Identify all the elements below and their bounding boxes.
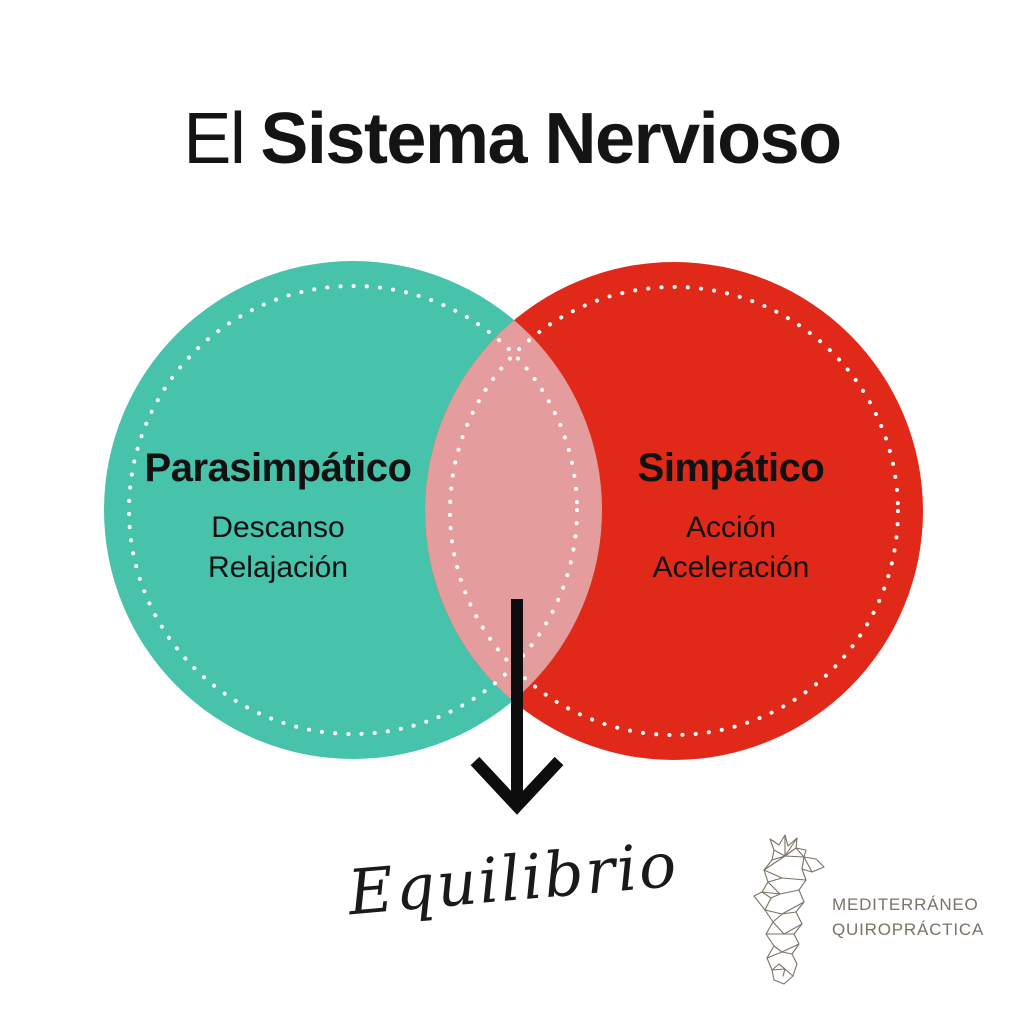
brand-logo: MEDITERRÁNEO QUIROPRÁCTICA xyxy=(752,834,992,1004)
title-emphasis: Sistema Nervioso xyxy=(260,99,842,179)
left-circle-label: Parasimpático xyxy=(144,446,412,490)
brand-name-line2: QUIROPRÁCTICA xyxy=(832,920,985,939)
down-arrow-icon xyxy=(470,599,564,815)
right-dotted-border xyxy=(448,285,900,737)
brand-name-line1: MEDITERRÁNEO xyxy=(832,895,979,914)
overlap-region xyxy=(425,262,602,759)
seahorse-logo-icon xyxy=(753,834,825,985)
right-circle-text: Simpático Acción Aceleración xyxy=(571,444,891,587)
left-circle-text: Parasimpático Descanso Relajación xyxy=(118,444,438,587)
right-circle-item: Acción xyxy=(685,511,777,544)
right-circle-label: Simpático xyxy=(637,446,825,490)
title-prefix: El xyxy=(183,99,246,179)
left-dotted-border xyxy=(127,284,579,736)
brand-name: MEDITERRÁNEO QUIROPRÁCTICA xyxy=(832,892,984,942)
down-arrow-head xyxy=(470,756,564,815)
left-circle-item: Relajación xyxy=(207,550,349,584)
right-circle-item: Aceleración xyxy=(652,550,810,584)
left-circle-item: Descanso xyxy=(211,511,345,544)
